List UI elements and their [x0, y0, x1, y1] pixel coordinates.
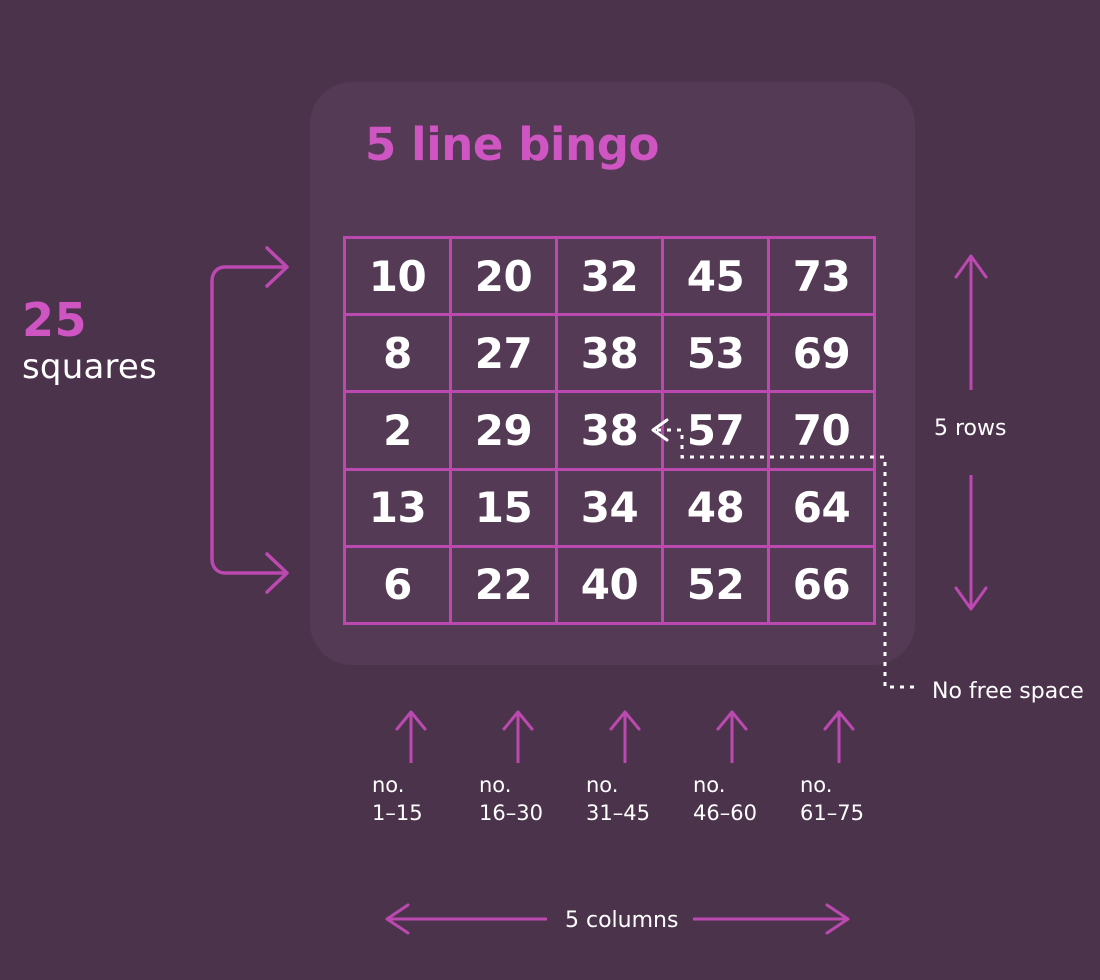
arrow-up-icon — [823, 710, 855, 763]
bracket-arrow-icon — [210, 246, 289, 594]
grid-cell[interactable]: 6 — [346, 547, 452, 625]
column-range-text: no. 46–60 — [693, 773, 757, 825]
arrow-up-icon — [502, 710, 534, 763]
bingo-grid: 10 20 32 45 73 8 27 38 53 69 2 29 38 57 … — [343, 236, 876, 625]
column-range-item: no. 31–45 — [585, 705, 695, 827]
grid-cell[interactable]: 53 — [664, 316, 770, 394]
no-free-space-label: No free space — [932, 679, 1084, 704]
grid-cell[interactable]: 73 — [770, 239, 876, 317]
arrow-up-icon — [716, 710, 748, 763]
grid-cell[interactable]: 2 — [346, 393, 452, 471]
column-range-text: no. 16–30 — [479, 773, 543, 825]
column-range-item: no. 16–30 — [478, 705, 588, 827]
column-range-text: no. 61–75 — [800, 773, 864, 825]
grid-cell[interactable]: 27 — [452, 316, 558, 394]
grid-cell[interactable]: 52 — [664, 547, 770, 625]
column-range-item: no. 46–60 — [692, 705, 802, 827]
grid-cell-center[interactable]: 38 — [558, 393, 664, 471]
grid-cell[interactable]: 34 — [558, 470, 664, 548]
arrow-up-icon — [609, 710, 641, 763]
card-title: 5 line bingo — [365, 118, 660, 171]
vertical-double-arrow-icon — [954, 254, 988, 611]
grid-cell[interactable]: 32 — [558, 239, 664, 317]
grid-cell[interactable]: 48 — [664, 470, 770, 548]
column-range-text: no. 1–15 — [372, 773, 423, 825]
grid-cell[interactable]: 57 — [664, 393, 770, 471]
rows-count-label: 5 rows — [934, 416, 1007, 441]
column-range-item: no. 61–75 — [799, 705, 909, 827]
grid-cell[interactable]: 70 — [770, 393, 876, 471]
grid-cell[interactable]: 15 — [452, 470, 558, 548]
grid-cell[interactable]: 40 — [558, 547, 664, 625]
column-number-ranges: no. 1–15 no. 16–30 no. 31–45 no. 46–60 — [343, 705, 876, 850]
grid-cell[interactable]: 29 — [452, 393, 558, 471]
squares-count-annotation: 25 squares — [22, 296, 222, 386]
columns-count-label: 5 columns — [565, 908, 679, 933]
arrow-up-icon — [395, 710, 427, 763]
grid-cell[interactable]: 20 — [452, 239, 558, 317]
squares-count-label: squares — [22, 347, 157, 388]
column-range-text: no. 31–45 — [586, 773, 650, 825]
column-range-item: no. 1–15 — [371, 705, 481, 827]
grid-cell[interactable]: 22 — [452, 547, 558, 625]
grid-cell[interactable]: 8 — [346, 316, 452, 394]
grid-cell[interactable]: 38 — [558, 316, 664, 394]
dotted-leader-arrow-icon — [651, 418, 915, 689]
squares-count-value: 25 — [22, 293, 88, 347]
grid-cell[interactable]: 66 — [770, 547, 876, 625]
grid-cell[interactable]: 13 — [346, 470, 452, 548]
horizontal-double-arrow-icon — [385, 903, 850, 935]
bingo-card-panel: 5 line bingo — [310, 82, 915, 665]
grid-cell[interactable]: 45 — [664, 239, 770, 317]
grid-cell[interactable]: 64 — [770, 470, 876, 548]
grid-cell[interactable]: 69 — [770, 316, 876, 394]
grid-cell[interactable]: 10 — [346, 239, 452, 317]
